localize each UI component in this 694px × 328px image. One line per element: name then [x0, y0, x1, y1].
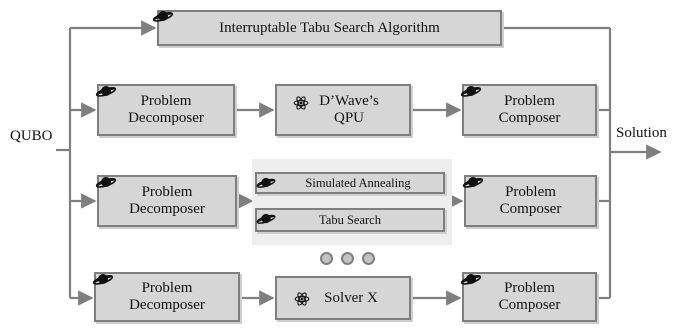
- box-label-line1: Problem: [141, 184, 193, 201]
- box-label-line1: Problem: [504, 93, 555, 110]
- ellipsis-dot: [341, 252, 354, 265]
- box-label-line1: Problem: [141, 280, 193, 297]
- planet-icon: [95, 174, 117, 190]
- box-label-line2: Decomposer: [128, 110, 204, 126]
- box-label: Tabu Search: [319, 213, 381, 227]
- box-label-line2: Decomposer: [129, 201, 205, 217]
- planet-icon: [462, 174, 484, 190]
- atom-icon: [294, 291, 310, 307]
- solver-x-box: Solver X: [275, 276, 411, 320]
- box-label: Simulated Annealing: [305, 176, 411, 190]
- box-label-line1: Problem: [140, 93, 192, 110]
- output-label: Solution: [616, 125, 667, 141]
- box-label-line1: D’Wave’s: [319, 93, 379, 110]
- box-label: Interruptable Tabu Search Algorithm: [219, 19, 440, 36]
- planet-icon: [95, 83, 117, 99]
- box-label: Solver X: [324, 289, 378, 306]
- box-label-line2: QPU: [333, 110, 364, 126]
- atom-icon: [293, 95, 309, 111]
- box-label-line1: Problem: [505, 184, 556, 201]
- planet-icon: [460, 83, 482, 99]
- planet-icon: [256, 211, 276, 226]
- box-label-line2: Composer: [498, 110, 561, 126]
- box-label-line1: Problem: [504, 280, 555, 297]
- box-label-line2: Composer: [499, 201, 562, 217]
- ellipsis-dot: [320, 252, 333, 265]
- ellipsis-dot: [362, 252, 375, 265]
- tabu-search-algorithm-box: Interruptable Tabu Search Algorithm: [152, 10, 502, 46]
- planet-icon: [256, 175, 276, 190]
- planet-icon: [460, 271, 482, 287]
- planet-icon: [92, 271, 114, 287]
- box-label-line2: Composer: [498, 297, 561, 313]
- box-label-line2: Decomposer: [129, 297, 205, 313]
- planet-icon: [152, 8, 174, 24]
- tabu-search-box: Tabu Search: [255, 208, 445, 232]
- input-label: QUBO: [10, 128, 53, 144]
- simulated-annealing-box: Simulated Annealing: [255, 172, 445, 194]
